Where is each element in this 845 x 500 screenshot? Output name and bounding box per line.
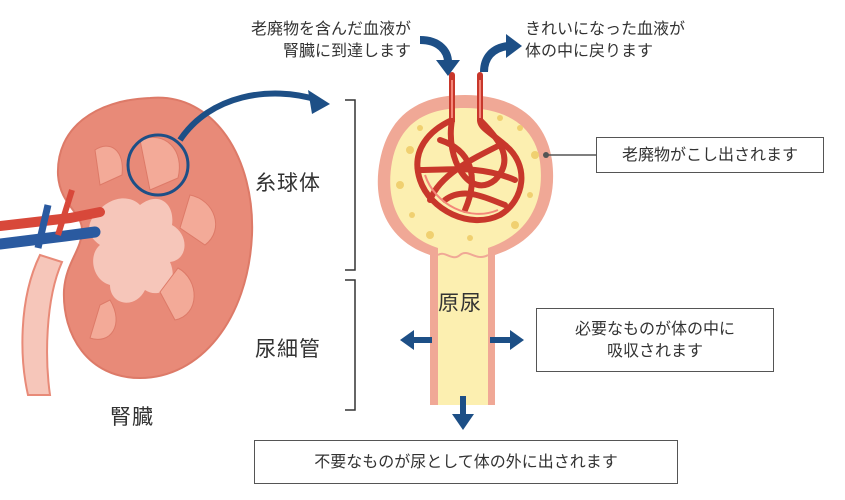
renal-pyramid bbox=[89, 299, 117, 340]
zoom-arrow bbox=[177, 90, 319, 142]
excreted-box: 不要なものが尿として体の外に出されます bbox=[254, 440, 678, 484]
outgoing-blood-label: きれいになった血液が 体の中に戻ります bbox=[525, 18, 685, 62]
incoming-blood-label: 老廃物を含んだ血液が 腎臓に到達します bbox=[196, 18, 411, 62]
vein-branch bbox=[34, 204, 52, 249]
renal-pyramid bbox=[139, 136, 180, 191]
tubule-label: 尿細管 bbox=[255, 337, 321, 361]
blood-out-arrow-head bbox=[506, 34, 522, 58]
glomerulus-bracket bbox=[345, 99, 356, 271]
blood-in-arrow-head bbox=[436, 60, 460, 76]
incoming-label-line2: 腎臓に到達します bbox=[282, 41, 411, 60]
incoming-label-line1: 老廃物を含んだ血液が bbox=[250, 19, 411, 38]
filtered-text: 老廃物がこし出されます bbox=[621, 145, 798, 164]
glomerulus-label: 糸球体 bbox=[255, 171, 321, 195]
nephron bbox=[377, 95, 554, 405]
reabsorb-arrow-right-head bbox=[510, 330, 524, 350]
tubule-bracket bbox=[345, 279, 356, 411]
outgoing-label-line1: きれいになった血液が bbox=[525, 19, 686, 38]
glomerulus-highlights bbox=[424, 80, 499, 215]
blood-in-arrow bbox=[419, 36, 452, 63]
reabsorb-arrow-left-head bbox=[400, 330, 414, 350]
filtrate-droplets bbox=[396, 115, 539, 241]
zoom-circle bbox=[126, 133, 190, 197]
urine-label: 原尿 bbox=[438, 291, 482, 315]
filtered-pointer-dot bbox=[543, 152, 549, 158]
renal-artery bbox=[0, 207, 105, 231]
glomerulus-capillaries bbox=[414, 72, 525, 223]
renal-pelvis bbox=[89, 198, 185, 303]
kidney-illustration bbox=[0, 96, 254, 396]
zoom-arrow-head bbox=[308, 90, 330, 114]
reabsorbed-text-line1: 必要なものが体の中に bbox=[574, 319, 735, 338]
excreted-text: 不要なものが尿として体の外に出されます bbox=[314, 452, 618, 471]
blood-out-arrow bbox=[480, 42, 509, 73]
reabsorbed-text-line2: 吸収されます bbox=[606, 341, 703, 360]
lumen-edge bbox=[437, 252, 489, 259]
renal-pyramid bbox=[179, 194, 217, 246]
artery-branch bbox=[55, 189, 75, 236]
excrete-arrow-head bbox=[452, 414, 474, 430]
ureter bbox=[21, 253, 64, 396]
renal-pyramid bbox=[159, 267, 195, 321]
renal-pyramid bbox=[94, 145, 123, 186]
outgoing-label-line2: 体の中に戻ります bbox=[525, 41, 654, 60]
filtered-box: 老廃物がこし出されます bbox=[596, 137, 824, 173]
renal-vein bbox=[0, 226, 101, 250]
reabsorbed-box: 必要なものが体の中に 吸収されます bbox=[536, 308, 774, 372]
kidney-label: 腎臓 bbox=[110, 405, 154, 429]
